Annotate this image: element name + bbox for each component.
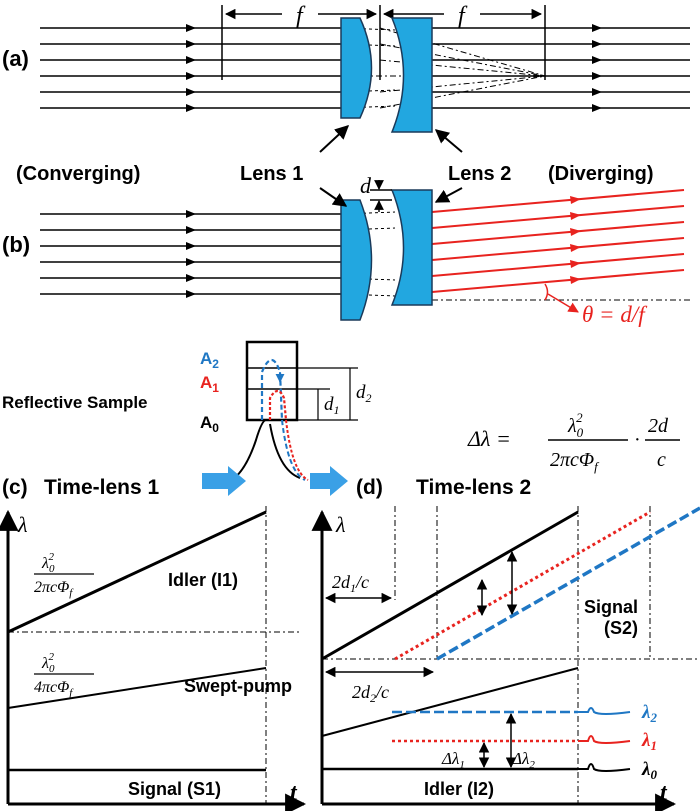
dl1-label: Δλ1: [441, 749, 465, 771]
eq-dot: ·: [634, 429, 641, 451]
diverging-label: (Diverging): [548, 163, 654, 185]
lens-1-a: [340, 17, 373, 119]
theta-arc: [544, 283, 549, 301]
a0-label: A0: [200, 413, 219, 435]
delay2-label: 2d2/c: [352, 682, 389, 705]
d-signal-label-1: (S2): [604, 618, 638, 638]
eq-lhs: Δλ =: [467, 426, 511, 451]
outgoing-rays-a: [432, 27, 690, 109]
lambda0-label: λ0: [641, 759, 657, 782]
theta-pointer: [547, 293, 579, 313]
return-a1: [285, 419, 309, 481]
d-spectrum-lambda1: [578, 735, 631, 744]
lens-2-label: Lens 2: [448, 163, 511, 185]
lens-2-b: [390, 189, 433, 306]
a2-label: A2: [200, 349, 219, 371]
panel-c: (c) Time-lens 1 λ t Idler (I1) Swept-pum…: [0, 476, 307, 811]
ray-arrowheads-a-out: [592, 24, 602, 112]
d-blue-line: [436, 506, 700, 661]
panel-b: (b): [2, 173, 690, 327]
reflection-a2: [260, 358, 284, 421]
d-y-label: λ: [335, 512, 346, 537]
panel-a-label: (a): [2, 46, 29, 71]
c-x-label: t: [290, 780, 298, 806]
focal-length-markers: [221, 5, 546, 80]
eq-num1: λ02: [567, 410, 584, 440]
dl2-label: Δλ2: [511, 749, 535, 771]
lens-1-pointer-b: [319, 187, 348, 207]
lens-2-a: [390, 17, 433, 133]
reflective-sample: Reflective Sample A2 A1 A0 d1 d2: [2, 340, 372, 496]
converging-label: (Converging): [16, 163, 140, 185]
panel-b-label: (b): [2, 232, 30, 257]
c-slope1-num: λ02: [41, 551, 55, 575]
dispersion-equation: Δλ = λ02 2πcΦf · 2d c: [467, 410, 680, 474]
lambda2-label: λ2: [641, 702, 657, 725]
lens-2-pointer-a: [434, 129, 463, 153]
lens-1-pointer-a: [319, 125, 350, 153]
focus-construction-lines: [222, 27, 546, 109]
sample-title: Reflective Sample: [2, 393, 148, 412]
lens-1-label: Lens 1: [240, 163, 303, 185]
panel-d-label: (d): [356, 476, 383, 499]
panel-c-title: Time-lens 1: [44, 476, 159, 499]
lambda1-label: λ1: [641, 730, 657, 753]
panel-a: (a): [2, 3, 690, 185]
c-slope1-den: 2πcΦf: [34, 579, 74, 599]
ray-arrowheads-a: [186, 24, 196, 112]
d1-label: d1: [324, 394, 340, 417]
panel-c-label: (c): [2, 476, 28, 499]
incoming-rays-b: [40, 213, 345, 295]
d-idler-label: Idler (I2): [424, 779, 494, 799]
c-pump-line: [7, 667, 267, 709]
d-spectrum-lambda0: [578, 763, 631, 772]
d-pump-line: [321, 667, 579, 737]
d-red-line: [394, 510, 651, 661]
c-signal-label: Signal (S1): [128, 779, 221, 799]
offset-marker: [370, 180, 392, 212]
input-pulse: [231, 419, 267, 481]
incoming-rays-a: [40, 27, 345, 109]
input-block-arrow: [202, 466, 246, 496]
c-slope2-den: 4πcΦf: [34, 679, 74, 699]
c-y-label: λ: [17, 512, 28, 537]
d-x-label: t: [660, 780, 668, 806]
reflection-a1: [268, 389, 288, 421]
d-spectrum-lambda2: [578, 707, 631, 715]
delay1-label: 2d1/c: [332, 572, 369, 595]
output-block-arrow: [310, 466, 348, 496]
theta-label: θ = d/f: [582, 302, 648, 327]
eq-num2: 2d: [648, 415, 669, 437]
c-idler-label: Idler (I1): [168, 570, 238, 590]
tilted-arrowheads: [570, 196, 581, 284]
a1-label: A1: [200, 373, 219, 395]
panel-d: (d) Time-lens 2 λ t 2d1/c 2d2/c: [311, 476, 700, 811]
return-a2: [281, 419, 306, 481]
c-slope2-num: λ02: [41, 651, 55, 675]
depth-markers: [297, 367, 358, 421]
panel-d-title: Time-lens 2: [416, 476, 531, 499]
offset-label: d: [360, 173, 372, 198]
eq-den1: 2πcΦf: [550, 449, 600, 474]
c-pump-label: Swept-pump: [184, 676, 292, 696]
sample-box: [245, 340, 299, 422]
tilted-output-rays: [431, 189, 685, 293]
d-signal-label-2: Signal: [584, 597, 638, 617]
focal-label-1: f: [296, 3, 306, 29]
return-a0: [269, 423, 301, 479]
d2-label: d2: [356, 382, 372, 405]
eq-den2: c: [657, 449, 666, 471]
c-idler-line: [7, 510, 267, 634]
lens-2-pointer-b: [434, 187, 463, 203]
focal-label-2: f: [458, 3, 468, 29]
d-idler-line: [321, 510, 579, 661]
ray-arrowheads-b: [186, 210, 196, 298]
lens-1-b: [340, 199, 373, 321]
